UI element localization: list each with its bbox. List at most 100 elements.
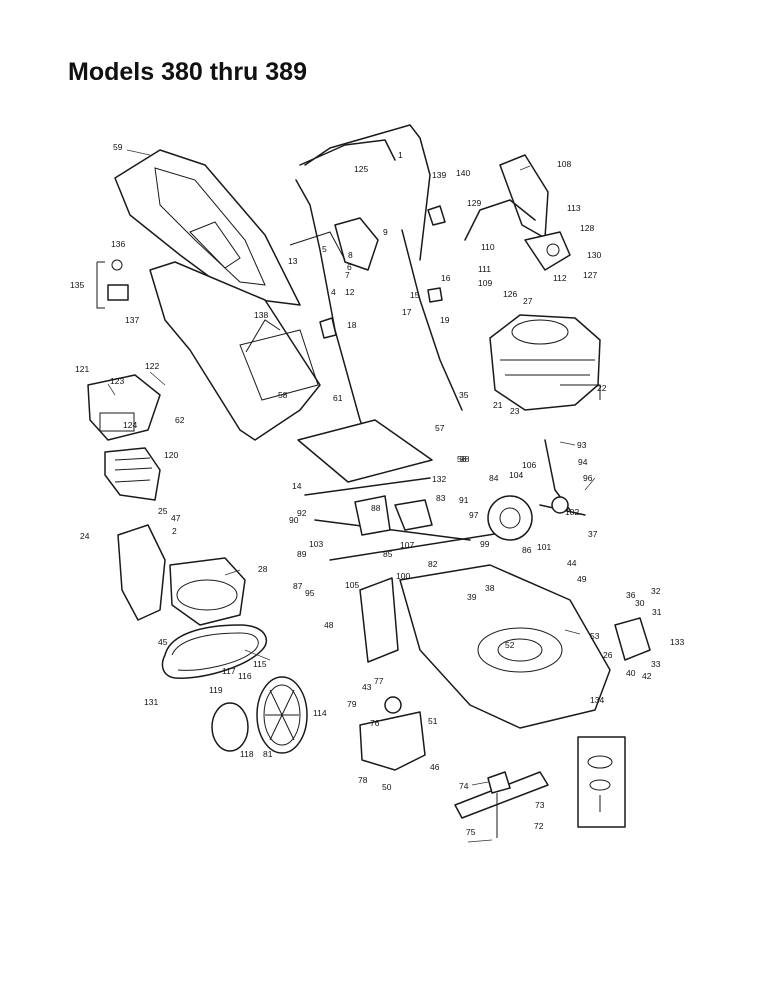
callout-33: 33 (651, 659, 661, 669)
callout-113: 113 (567, 203, 581, 213)
engine-drawing (489, 314, 601, 411)
callout-112: 112 (553, 273, 567, 283)
callout-75: 75 (466, 827, 476, 837)
callout-82: 82 (428, 559, 438, 569)
callout-87: 87 (293, 581, 303, 591)
callout-35: 35 (459, 390, 469, 400)
callout-95: 95 (305, 588, 315, 598)
callout-44: 44 (567, 558, 577, 568)
callout-125: 125 (354, 164, 368, 174)
callout-52: 52 (505, 640, 515, 650)
callout-58: 58 (278, 390, 288, 400)
callout-128: 128 (580, 223, 594, 233)
callout-49: 49 (577, 574, 587, 584)
bracket-drawing (96, 259, 129, 309)
callout-119: 119 (209, 685, 223, 695)
callout-21: 21 (493, 400, 503, 410)
callout-53: 53 (590, 631, 600, 641)
callout-127: 127 (583, 270, 597, 280)
callout-4: 4 (331, 287, 336, 297)
callout-137: 137 (125, 315, 139, 325)
callout-92: 92 (297, 508, 307, 518)
callout-47: 47 (171, 513, 181, 523)
callout-139: 139 (432, 170, 446, 180)
callout-123: 123 (110, 376, 124, 386)
callout-46: 46 (430, 762, 440, 772)
callout-72: 72 (534, 821, 544, 831)
callout-79: 79 (347, 699, 357, 709)
callout-135: 135 (70, 280, 84, 290)
deck-drawing (359, 564, 611, 729)
callout-28: 28 (258, 564, 268, 574)
callout-134: 134 (590, 695, 604, 705)
callout-57: 57 (435, 423, 445, 433)
callout-32: 32 (651, 586, 661, 596)
axle-drawing (304, 477, 521, 561)
callout-56: 56 (457, 454, 467, 464)
callout-115: 115 (253, 659, 267, 669)
callout-23: 23 (510, 406, 520, 416)
callout-114: 114 (313, 708, 327, 718)
callout-61: 61 (333, 393, 343, 403)
rear-flap-drawing (104, 447, 161, 501)
callout-85: 85 (383, 549, 393, 559)
callout-9: 9 (383, 227, 388, 237)
callout-5: 5 (322, 244, 327, 254)
callout-27: 27 (523, 296, 533, 306)
callout-90: 90 (289, 515, 299, 525)
callout-118: 118 (240, 749, 254, 759)
callout-24: 24 (80, 531, 90, 541)
callout-30: 30 (635, 598, 645, 608)
callout-110: 110 (481, 242, 495, 252)
callout-6: 6 (347, 262, 352, 272)
callout-22: 22 (597, 383, 607, 393)
callout-126: 126 (503, 289, 517, 299)
callout-89: 89 (297, 549, 307, 559)
callout-136: 136 (111, 239, 125, 249)
callout-50: 50 (382, 782, 392, 792)
callout-59: 59 (113, 142, 123, 152)
callout-77: 77 (374, 676, 384, 686)
callout-43: 43 (362, 682, 372, 692)
callout-19: 19 (440, 315, 450, 325)
callout-88: 88 (371, 503, 381, 513)
callout-25: 25 (158, 506, 168, 516)
callout-93: 93 (577, 440, 587, 450)
callout-37: 37 (588, 529, 598, 539)
callout-78: 78 (358, 775, 368, 785)
callout-38: 38 (485, 583, 495, 593)
front-wheel-adjuster-drawing (614, 617, 651, 661)
callout-124: 124 (123, 420, 137, 430)
handle-drawing (289, 124, 463, 451)
belt-drawing (161, 624, 268, 679)
callout-130: 130 (587, 250, 601, 260)
callout-74: 74 (459, 781, 469, 791)
rear-wheel-drawing (211, 676, 308, 754)
callout-121: 121 (75, 364, 89, 374)
callout-13: 13 (288, 256, 298, 266)
callout-48: 48 (324, 620, 334, 630)
callout-73: 73 (535, 800, 545, 810)
callout-18: 18 (347, 320, 357, 330)
callout-1: 1 (398, 150, 403, 160)
callout-16: 16 (441, 273, 451, 283)
callout-108: 108 (557, 159, 571, 169)
blade-drawing (454, 771, 549, 838)
callout-36: 36 (626, 590, 636, 600)
callout-86: 86 (522, 545, 532, 555)
callout-105: 105 (345, 580, 359, 590)
callout-107: 107 (400, 540, 414, 550)
callout-109: 109 (478, 278, 492, 288)
callout-14: 14 (292, 481, 302, 491)
shield-plate-drawing (297, 419, 433, 483)
callout-101: 101 (537, 542, 551, 552)
callout-2: 2 (172, 526, 177, 536)
callout-116: 116 (238, 671, 252, 681)
callout-97: 97 (469, 510, 479, 520)
callout-120: 120 (164, 450, 178, 460)
callout-81: 81 (263, 749, 273, 759)
discharge-chute-drawing (464, 154, 571, 271)
callout-84: 84 (489, 473, 499, 483)
